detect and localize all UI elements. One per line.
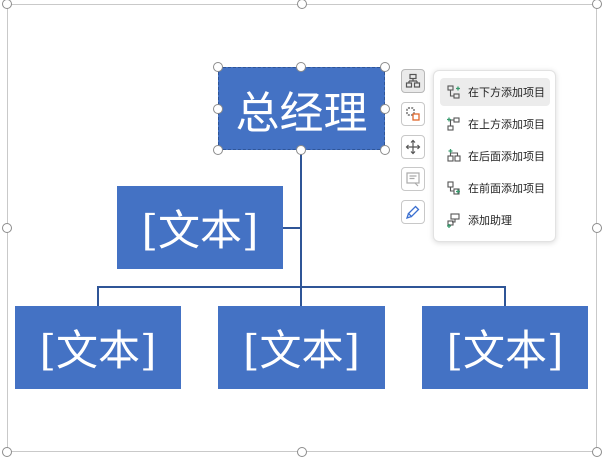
menu-item-add-assistant[interactable]: 添加助理 (440, 206, 550, 234)
frame-handle-middle-right[interactable] (592, 223, 602, 233)
menu-item-label: 在前面添加项目 (468, 182, 545, 195)
text-pane-button[interactable] (401, 167, 425, 191)
add-assistant-icon (446, 212, 462, 228)
box-handle-bottom-left[interactable] (213, 145, 223, 155)
box-handle-top-right[interactable] (380, 62, 390, 72)
add-below-icon (446, 84, 462, 100)
connector-child-left (97, 286, 99, 306)
frame-handle-top-right[interactable] (592, 0, 602, 9)
org-box-label: [文本] (446, 326, 564, 375)
menu-item-add-after[interactable]: 在后面添加项目 (440, 142, 550, 170)
frame-handle-bottom-right[interactable] (592, 447, 602, 457)
org-box-label: [文本] (39, 326, 157, 375)
box-handle-bottom-right[interactable] (380, 145, 390, 155)
menu-item-add-above[interactable]: 在上方添加项目 (440, 110, 550, 138)
frame-handle-bottom-center[interactable] (297, 447, 307, 457)
add-after-icon (446, 148, 462, 164)
menu-item-label: 在下方添加项目 (468, 86, 545, 99)
layout-icon (405, 73, 421, 88)
box-handle-top-left[interactable] (213, 62, 223, 72)
org-box-label: [文本] (141, 206, 259, 255)
move-button[interactable] (401, 135, 425, 159)
connector-child-right (504, 286, 506, 306)
change-shape-icon (406, 107, 420, 121)
connector-vertical-main (300, 150, 302, 307)
org-box-label: 总经理 (235, 87, 368, 139)
add-before-icon (446, 180, 462, 196)
menu-item-add-below[interactable]: 在下方添加项目 (440, 78, 550, 106)
add-above-icon (446, 116, 462, 132)
connector-horizontal (97, 286, 506, 288)
format-brush-icon (405, 205, 420, 220)
frame-handle-top-left[interactable] (2, 0, 12, 9)
org-box-assistant[interactable]: [文本] (117, 186, 283, 269)
org-box-child-2[interactable]: [文本] (218, 306, 385, 389)
frame-handle-bottom-left[interactable] (2, 447, 12, 457)
box-handle-top-center[interactable] (296, 62, 306, 72)
frame-handle-top-center[interactable] (297, 0, 307, 9)
org-box-label: [文本] (243, 326, 360, 375)
frame-handle-middle-left[interactable] (2, 223, 12, 233)
layout-button[interactable] (401, 69, 425, 93)
org-box-general-manager[interactable]: 总经理 (218, 67, 385, 150)
org-box-child-1[interactable]: [文本] (15, 306, 181, 389)
box-handle-middle-right[interactable] (380, 104, 390, 114)
move-icon (405, 139, 421, 155)
box-handle-bottom-center[interactable] (296, 145, 306, 155)
menu-item-add-before[interactable]: 在前面添加项目 (440, 174, 550, 202)
change-shape-button[interactable] (401, 102, 425, 126)
menu-item-label: 在上方添加项目 (468, 118, 545, 131)
menu-item-label: 添加助理 (468, 214, 512, 227)
connector-assistant (283, 227, 301, 229)
format-brush-button[interactable] (401, 200, 425, 224)
menu-item-label: 在后面添加项目 (468, 150, 545, 163)
org-box-child-3[interactable]: [文本] (422, 306, 588, 389)
box-handle-middle-left[interactable] (213, 104, 223, 114)
add-item-menu: 在下方添加项目 在上方添加项目 (433, 70, 556, 242)
text-pane-icon (406, 172, 420, 187)
